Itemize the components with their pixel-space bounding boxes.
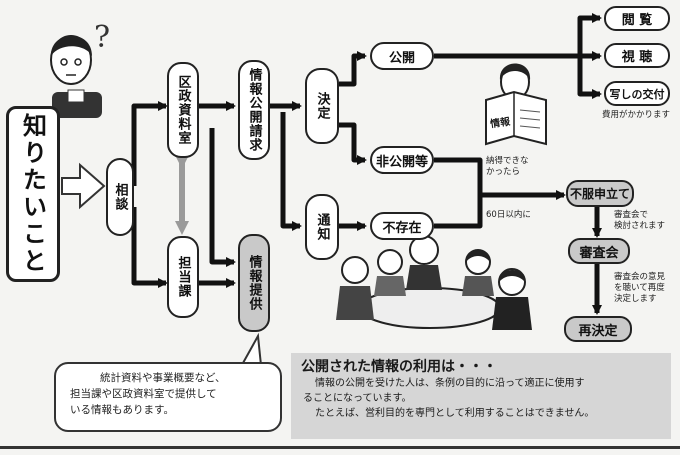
arrow-notexist-appeal bbox=[434, 195, 483, 229]
arrow-disclose-copy bbox=[577, 56, 602, 99]
arrow-request-notice bbox=[280, 112, 302, 231]
arrow-consult-department bbox=[131, 207, 168, 288]
arrow-consult-archive bbox=[131, 101, 168, 186]
appeal-note: 審査会で 検討されます bbox=[614, 210, 665, 232]
info-bubble: 統計資料や事業概要など、 担当課や区政資料室で提供して いる情報もあります。 bbox=[54, 362, 282, 432]
disclose-box[interactable]: 公開 bbox=[370, 42, 434, 70]
info-usage-line: 情報の公開を受けた人は、条例の目的に沿って適正に使用す bbox=[315, 378, 585, 389]
consult-box[interactable]: 相談 bbox=[106, 158, 134, 236]
review-meeting-illustration bbox=[336, 235, 532, 330]
bubble-line: いる情報もあります。 bbox=[70, 404, 174, 416]
archive-room-box[interactable]: 区政資料室 bbox=[167, 62, 199, 158]
copy-box[interactable]: 写しの交付 bbox=[604, 81, 670, 106]
review-board-note-line: を聴いて再度 bbox=[614, 283, 665, 293]
appeal-note-line: 審査会で bbox=[614, 210, 649, 220]
info-usage-line: ることになっています。 bbox=[303, 393, 412, 404]
within-60-days-note: 60日以内に bbox=[486, 210, 531, 220]
review-board-note-line: 審査会の意見 bbox=[614, 272, 666, 282]
info-usage-line: たとえば、営利目的を専門として利用することはできません。 bbox=[315, 408, 595, 419]
info-usage-section: 公開された情報の利用は・・・ 情報の公開を受けた人は、条例の目的に沿って適正に使… bbox=[291, 353, 671, 439]
question-mark: ? bbox=[94, 20, 111, 55]
copy-cost-note: 費用がかかります bbox=[602, 110, 671, 120]
review-board-note-line: 決定します bbox=[614, 294, 657, 304]
view-box[interactable]: 閲 覧 bbox=[604, 6, 670, 31]
start-box[interactable]: 知りたいこと bbox=[6, 106, 60, 282]
review-board-note: 審査会の意見 を聴いて再度 決定します bbox=[614, 272, 665, 305]
notice-box[interactable]: 通知 bbox=[305, 194, 339, 260]
watch-box[interactable]: 視 聴 bbox=[604, 43, 670, 68]
re-decision-box[interactable]: 再決定 bbox=[564, 316, 632, 342]
start-arrow bbox=[61, 162, 106, 210]
newspaper-reader-illustration bbox=[485, 63, 547, 146]
not-satisfied-note: 納得できな かったら bbox=[486, 156, 529, 178]
info-usage-title: 公開された情報の利用は・・・ bbox=[301, 359, 497, 375]
appeal-box[interactable]: 不服申立て bbox=[566, 180, 634, 207]
decision-box[interactable]: 決定 bbox=[305, 68, 339, 144]
arrow-disclose-view bbox=[434, 13, 602, 59]
info-provision-box[interactable]: 情報提供 bbox=[238, 234, 270, 332]
not-satisfied-line: かったら bbox=[486, 167, 521, 177]
newspaper-label: 情報 bbox=[489, 116, 511, 131]
bubble-line: 担当課や区政資料室で提供して bbox=[70, 388, 217, 400]
thinking-person-illustration bbox=[50, 35, 102, 118]
review-board-box[interactable]: 審査会 bbox=[568, 238, 630, 264]
bottom-divider bbox=[0, 446, 680, 449]
department-box[interactable]: 担当課 bbox=[167, 236, 199, 318]
not-exist-box[interactable]: 不存在 bbox=[370, 212, 434, 240]
arrow-archive-provision bbox=[209, 128, 236, 267]
not-satisfied-line: 納得できな bbox=[486, 156, 529, 166]
arrow-nondisclose-appeal bbox=[434, 157, 566, 200]
arrow-decision-nondisclose bbox=[339, 122, 367, 165]
disclosure-request-box[interactable]: 情報公開請求 bbox=[238, 60, 270, 160]
arrow-decision-disclose bbox=[339, 51, 367, 87]
non-disclose-box[interactable]: 非公開等 bbox=[370, 146, 434, 174]
bubble-line: 統計資料や事業概要など、 bbox=[100, 372, 226, 384]
appeal-note-line: 検討されます bbox=[614, 221, 666, 231]
